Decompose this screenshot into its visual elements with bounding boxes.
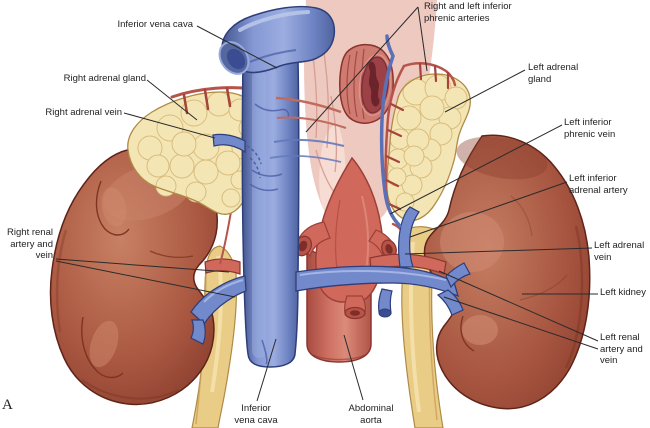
- leader-right-renal-artery: [55, 258, 230, 273]
- label-left-adrenal-gland: Left adrenal gland: [528, 62, 579, 85]
- label-right-adrenal-gland: Right adrenal gland: [63, 73, 146, 84]
- leader-left-adrenal-vein: [404, 247, 593, 255]
- left-adrenal-vein: [398, 206, 420, 268]
- label-left-inferior-phrenic-vein: Left inferior phrenic vein: [564, 117, 616, 140]
- phrenic-vessels-crossing: [269, 96, 347, 163]
- left-inferior-phrenic-vein: [379, 34, 402, 228]
- leader-phrenic-left: [417, 6, 428, 72]
- left-kidney: [423, 134, 591, 410]
- label-phrenic-arteries: Right and left inferior phrenic arteries: [424, 1, 512, 24]
- leader-left-adrenal-gland: [444, 69, 526, 113]
- leader-left-renal-artery: [438, 270, 599, 342]
- label-inferior-vena-cava-bottom: Inferior vena cava: [234, 403, 278, 426]
- left-renal-vein: [295, 265, 459, 298]
- leader-left-inferior-phrenic-vein: [389, 124, 563, 215]
- label-left-renal-artery-vein: Left renal artery and vein: [600, 332, 643, 366]
- leader-right-adrenal-gland: [146, 79, 198, 121]
- leader-lines: [55, 6, 599, 402]
- leader-right-renal-vein: [55, 260, 236, 298]
- label-right-adrenal-vein: Right adrenal vein: [45, 107, 122, 118]
- label-right-renal-artery-vein: Right renal artery and vein: [7, 227, 53, 261]
- panel-letter: A: [2, 397, 13, 413]
- label-left-inferior-adrenal-artery: Left inferior adrenal artery: [569, 173, 628, 196]
- right-renal-artery: [204, 258, 241, 275]
- leader-ivc-bottom: [256, 338, 277, 402]
- esophagus-lumen: [368, 61, 380, 107]
- leader-abdominal-aorta: [343, 334, 364, 401]
- label-abdominal-aorta: Abdominal aorta: [348, 403, 394, 426]
- ivc-tributary-lines: [249, 103, 290, 365]
- leader-phrenic-right: [305, 6, 419, 133]
- renal-veins: [190, 34, 471, 345]
- inferior-vena-cava: [218, 5, 336, 368]
- right-adrenal-vein: [212, 133, 262, 179]
- label-inferior-vena-cava-top: Inferior vena cava: [117, 19, 193, 30]
- leader-left-inferior-adrenal-artery: [409, 181, 568, 238]
- leader-ivc-top: [196, 25, 278, 69]
- label-left-kidney: Left kidney: [600, 287, 646, 298]
- leader-left-renal-vein: [443, 296, 599, 350]
- left-adrenal-gland: [386, 73, 471, 222]
- leader-right-adrenal-vein: [123, 112, 216, 139]
- label-left-adrenal-vein: Left adrenal vein: [594, 240, 645, 263]
